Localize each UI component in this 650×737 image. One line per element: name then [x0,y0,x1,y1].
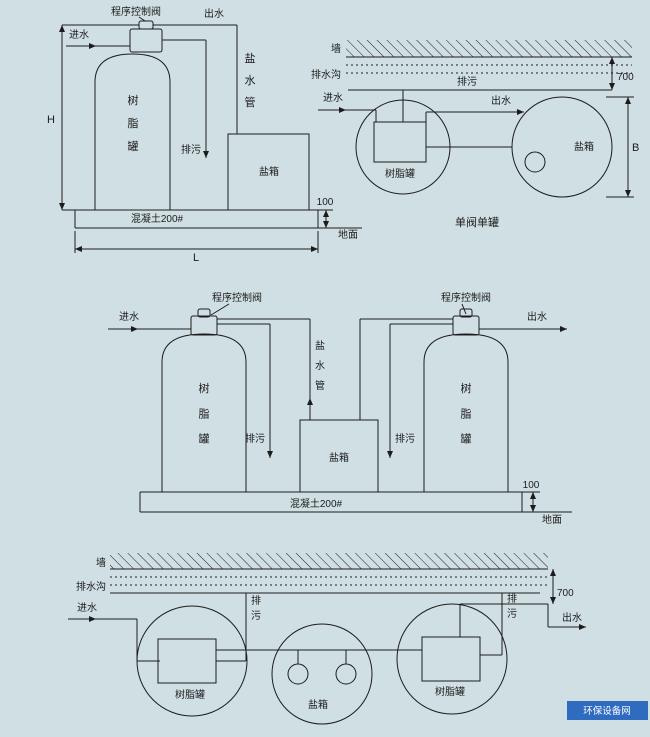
dim-100-label: 100 [317,197,334,208]
drain-label-right: 排污 [507,592,517,620]
dim-l-label: L [193,252,199,264]
dim-b-label: B [632,142,639,154]
brine-well-circle [287,663,309,685]
ground-label: 地面 [338,228,358,241]
dim-700-label: 700 [557,588,574,599]
ditch-label: 排水沟 [311,68,341,81]
resin-tank-body-right [423,333,509,493]
resin-tank-circle-right [396,603,508,715]
plan-double-tank: 墙 排水沟 进水 树脂罐 排污 盐箱 树脂罐 排污 [68,553,586,725]
resin-tank-label-right: 树脂罐 [461,381,472,446]
wall-label: 墙 [96,556,106,569]
outlet-label: 出水 [527,310,547,323]
valve-body [190,315,218,336]
outlet-label: 出水 [204,7,224,20]
resin-tank-body [94,53,171,211]
outlet-label: 出水 [491,94,511,107]
foundation-label: 混凝土200# [131,212,184,225]
inlet-label: 进水 [77,602,97,614]
valve-cap [197,308,211,318]
salt-box-circle [511,96,613,198]
salt-box-label: 盐箱 [259,165,279,178]
resin-tank-label-right: 树脂罐 [435,685,465,698]
resin-tank-valve-box-right [421,636,481,682]
resin-tank-body-left [161,333,247,493]
ditch-label: 排水沟 [76,580,106,593]
brine-pipe-label: 盐水管 [315,339,325,392]
drain-label: 排污 [181,143,201,156]
brine-well-circle [524,151,546,173]
elevation-double-tank: 程序控制阀 程序控制阀 进水 出水 树脂罐 树脂罐 排污 盐水管 排污 [108,291,572,526]
dim-700-label: 700 [617,72,634,83]
resin-tank-label-left: 树脂罐 [199,381,210,446]
leader-line [210,303,230,316]
resin-tank-label-left: 树脂罐 [175,688,205,701]
drain-label-left: 排污 [245,432,265,445]
resin-tank-valve-box-left [157,638,217,684]
dim-h-label: H [47,114,55,126]
ground-label: 地面 [542,513,562,526]
brine-pipe-label: 盐水管 [245,52,256,109]
drain-label-right: 排污 [395,432,415,445]
valve-cap [459,308,473,318]
valve-label: 程序控制阀 [111,5,161,18]
brine-well-circle [335,663,357,685]
elevation-single-tank: H 进水 程序控制阀 出水 盐水管 排污 树脂罐 盐箱 混凝土200# 地面 [47,5,362,264]
salt-box-label: 盐箱 [574,140,594,153]
plan-single-tank: 墙 排水沟 700 排污 进水 树脂罐 出水 盐箱 B 单阀单罐 [311,40,639,229]
wall-hatch [346,40,632,57]
dim-100-label: 100 [523,480,540,491]
leader-line [138,16,146,22]
caption: 单阀单罐 [455,215,499,229]
wall-hatch [110,553,548,569]
wall-label: 墙 [331,42,341,55]
inlet-label: 进水 [69,29,89,41]
watermark-text: 环保设备网 [583,705,631,717]
drain-label-left: 排污 [251,594,261,622]
valve-body [129,28,163,53]
outlet-label: 出水 [562,611,582,624]
watermark-box [567,701,648,720]
resin-tank-circle-left [136,605,248,717]
resin-tank-valve-box [373,121,427,163]
drain-label: 排污 [457,75,477,88]
salt-box-label: 盐箱 [308,698,328,711]
valve-label-right: 程序控制阀 [441,291,491,304]
valve-cap [138,20,154,30]
valve-label-left: 程序控制阀 [212,291,262,304]
inlet-label: 进水 [323,92,343,104]
inlet-label: 进水 [119,311,139,323]
salt-box-label: 盐箱 [329,451,349,464]
foundation-label: 混凝土200# [290,497,343,510]
resin-tank-label: 树脂罐 [385,167,415,180]
resin-tank-label: 树脂罐 [128,93,139,153]
salt-box-circle [271,623,373,725]
valve-body [452,315,480,336]
watermark: 环保设备网 [567,701,648,720]
